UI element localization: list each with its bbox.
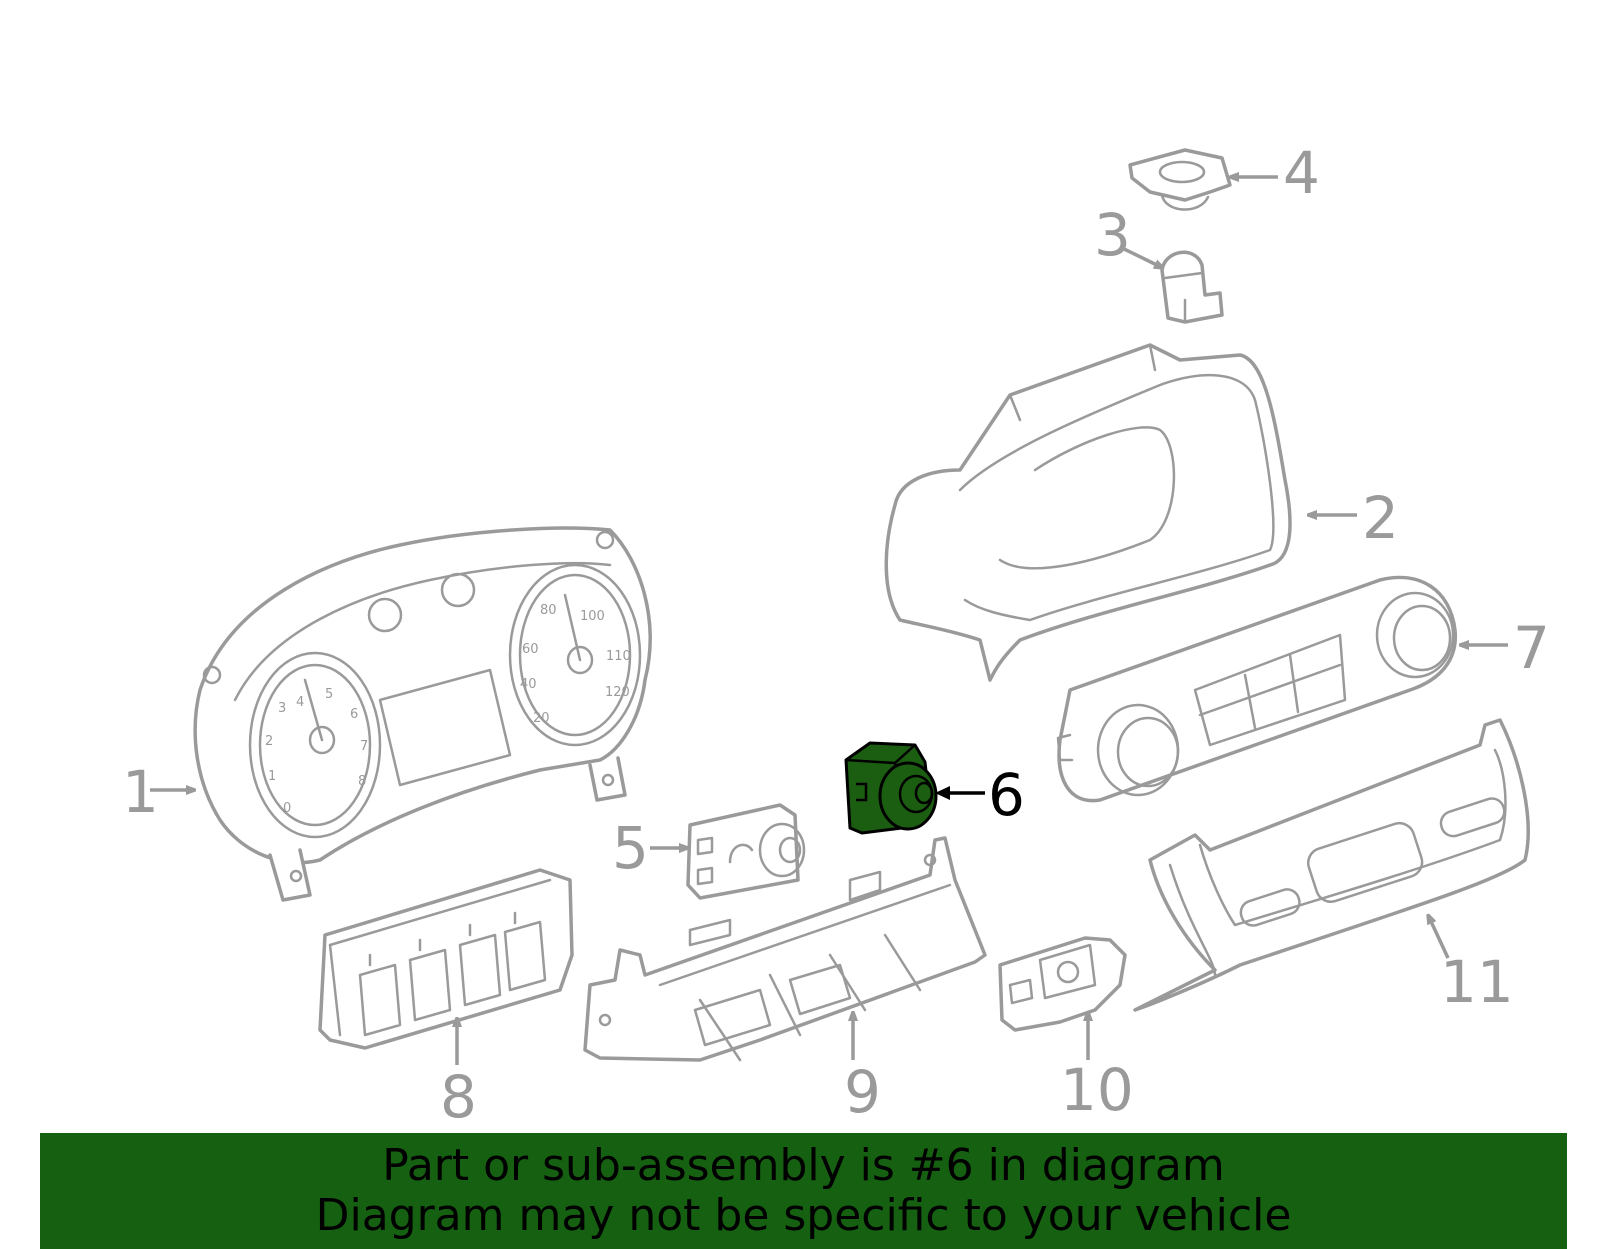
tach-tick: 3 bbox=[278, 701, 286, 716]
callout-7: 7 bbox=[1513, 614, 1550, 682]
speed-tick: 100 bbox=[580, 609, 605, 624]
callout-5: 5 bbox=[612, 814, 649, 882]
info-banner: Part or sub-assembly is #6 in diagram Di… bbox=[40, 1133, 1567, 1249]
callout-10: 10 bbox=[1060, 1056, 1134, 1124]
banner-line-1: Part or sub-assembly is #6 in diagram bbox=[382, 1140, 1225, 1191]
leader-arrows bbox=[150, 177, 1508, 1065]
tach-tick: 5 bbox=[325, 687, 333, 702]
part-9-panel-bracket[interactable] bbox=[583, 836, 987, 1062]
part-7-climate-control[interactable] bbox=[1056, 575, 1458, 803]
speedometer-tick-labels: 20 40 60 80 100 110 120 bbox=[520, 603, 631, 726]
arrow-3 bbox=[1121, 246, 1163, 268]
arrow-11 bbox=[1428, 915, 1450, 959]
tach-tick: 2 bbox=[265, 734, 273, 749]
banner-line-2: Diagram may not be specific to your vehi… bbox=[315, 1190, 1292, 1241]
tach-tick: 6 bbox=[350, 707, 358, 722]
speed-tick: 40 bbox=[520, 677, 537, 692]
part-10-switch[interactable] bbox=[998, 936, 1127, 1032]
part-3-clip[interactable] bbox=[1160, 250, 1224, 324]
speed-tick: 110 bbox=[606, 649, 631, 664]
callout-labels: 1 2 3 4 5 6 7 8 9 10 11 bbox=[122, 139, 1550, 1131]
callout-8: 8 bbox=[440, 1063, 477, 1131]
tach-tick: 0 bbox=[283, 801, 291, 816]
arrow-6-head bbox=[935, 786, 950, 800]
callout-11: 11 bbox=[1440, 948, 1514, 1016]
callout-6: 6 bbox=[988, 761, 1025, 829]
speed-tick: 20 bbox=[533, 711, 550, 726]
part-11-trim-bezel[interactable] bbox=[1133, 718, 1530, 1012]
tach-tick: 7 bbox=[360, 739, 368, 754]
part-5-headlamp-switch[interactable] bbox=[686, 803, 806, 900]
part-8-module[interactable] bbox=[318, 868, 574, 1050]
callout-1: 1 bbox=[122, 758, 159, 826]
speed-tick: 60 bbox=[522, 642, 539, 657]
tach-tick: 1 bbox=[268, 769, 276, 784]
tach-tick: 8 bbox=[358, 774, 366, 789]
callout-4: 4 bbox=[1283, 139, 1320, 207]
part-6-dimmer-switch-highlighted[interactable] bbox=[844, 741, 938, 835]
tach-tick: 4 bbox=[296, 695, 304, 710]
callout-3: 3 bbox=[1094, 201, 1131, 269]
tachometer-tick-labels: 0 1 2 3 4 5 6 7 8 bbox=[265, 687, 368, 816]
part-4-cap[interactable] bbox=[1128, 148, 1232, 211]
callout-9: 9 bbox=[844, 1058, 881, 1126]
speed-tick: 120 bbox=[605, 685, 630, 700]
callout-2: 2 bbox=[1362, 484, 1399, 552]
part-1-instrument-cluster[interactable]: 20 40 60 80 100 110 120 0 1 2 3 4 5 6 7 … bbox=[193, 526, 652, 902]
part-2-cluster-bezel[interactable] bbox=[884, 343, 1292, 682]
speed-tick: 80 bbox=[540, 603, 557, 618]
